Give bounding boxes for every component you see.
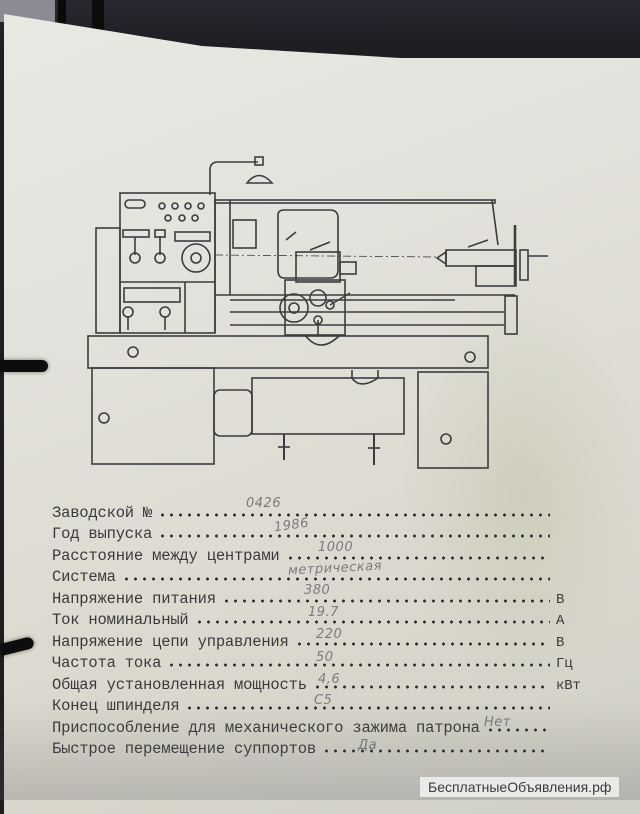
handwritten-value-supply-voltage: 380 xyxy=(304,583,331,598)
leader-dots xyxy=(121,577,550,581)
binder-strap xyxy=(58,0,66,26)
spec-label: Расстояние между центрами xyxy=(52,546,280,565)
spec-row: Система xyxy=(52,565,592,586)
handwritten-value-spindle-end: С5 xyxy=(314,693,332,708)
handwritten-value-rapid-traverse: Да xyxy=(358,738,377,753)
lamp-arm xyxy=(209,161,258,195)
spec-unit: В xyxy=(556,591,565,608)
leader-dots xyxy=(485,727,550,732)
handwritten-value-center-distance: 1000 xyxy=(318,540,354,555)
handwritten-value-chuck-clamp: Нет xyxy=(484,715,511,730)
spec-row: Приспособление для механического зажима … xyxy=(52,715,592,737)
spec-label: Частота тока xyxy=(52,654,162,672)
spec-row: Напряжение питания В xyxy=(52,586,592,608)
spec-label: Общая установленная мощность xyxy=(52,675,307,694)
lathe-drawing xyxy=(87,156,548,469)
lamp-shade-icon xyxy=(245,174,274,184)
handwritten-value-current: 19.7 xyxy=(308,605,339,620)
bed-cabinet xyxy=(87,335,489,369)
leader-dots xyxy=(221,598,550,603)
spec-label: Приспособление для механического зажима … xyxy=(52,719,480,737)
spec-label: Конец шпинделя xyxy=(52,697,180,715)
spec-label: Напряжение питания xyxy=(52,589,216,608)
spec-row: Частота тока Гц xyxy=(52,651,592,672)
spec-row: Ток номинальный А xyxy=(52,608,592,629)
lighting-shade xyxy=(400,280,640,700)
handwritten-value-control-voltage: 220 xyxy=(316,627,343,642)
spec-label: Заводской № xyxy=(52,503,153,522)
spec-row: Напряжение цепи управления В xyxy=(52,629,592,651)
leader-dots xyxy=(167,663,550,667)
spec-unit: А xyxy=(556,613,565,629)
spec-row: Общая установленная мощность кВт xyxy=(52,672,592,694)
handwritten-value-serial: 0426 xyxy=(246,496,282,511)
spec-row: Быстрое перемещение суппортов xyxy=(52,737,592,758)
leader-dots xyxy=(312,684,550,689)
spec-label: Быстрое перемещение суппортов xyxy=(52,740,316,758)
spec-list: Заводской № Год выпуска Расстояние между… xyxy=(52,500,592,759)
binder-strap xyxy=(92,0,104,30)
leader-dots xyxy=(158,512,550,517)
handwritten-value-power: 4,6 xyxy=(318,672,341,687)
gearbox-dial xyxy=(181,243,211,273)
watermark: БесплатныеОбъявления.рф xyxy=(420,777,620,797)
spec-row: Конец шпинделя xyxy=(52,694,592,715)
handwritten-value-frequency: 50 xyxy=(316,650,334,665)
spec-row: Расстояние между центрами xyxy=(52,543,592,565)
spec-row: Заводской № xyxy=(52,500,592,522)
spec-label: Система xyxy=(52,568,116,586)
leader-dots xyxy=(321,749,550,753)
tailstock xyxy=(445,249,517,267)
leader-dots xyxy=(285,555,550,560)
spec-label: Ток номинальный xyxy=(52,611,189,629)
spec-label: Напряжение цепи управления xyxy=(52,632,289,651)
leader-dots xyxy=(294,641,550,646)
spec-unit: Гц xyxy=(556,656,573,672)
document-page xyxy=(4,14,640,814)
apron xyxy=(284,279,346,336)
spec-label: Год выпуска xyxy=(52,525,153,543)
spec-unit: кВт xyxy=(556,677,581,694)
right-pedestal xyxy=(417,371,489,469)
spec-row: Год выпуска xyxy=(52,522,592,543)
motor xyxy=(213,389,253,437)
left-pedestal xyxy=(91,367,215,465)
binder-ring-top xyxy=(0,360,48,372)
leader-dots xyxy=(158,534,550,538)
leader-dots xyxy=(194,620,550,624)
leader-dots xyxy=(185,706,550,710)
spec-unit: В xyxy=(556,634,565,651)
